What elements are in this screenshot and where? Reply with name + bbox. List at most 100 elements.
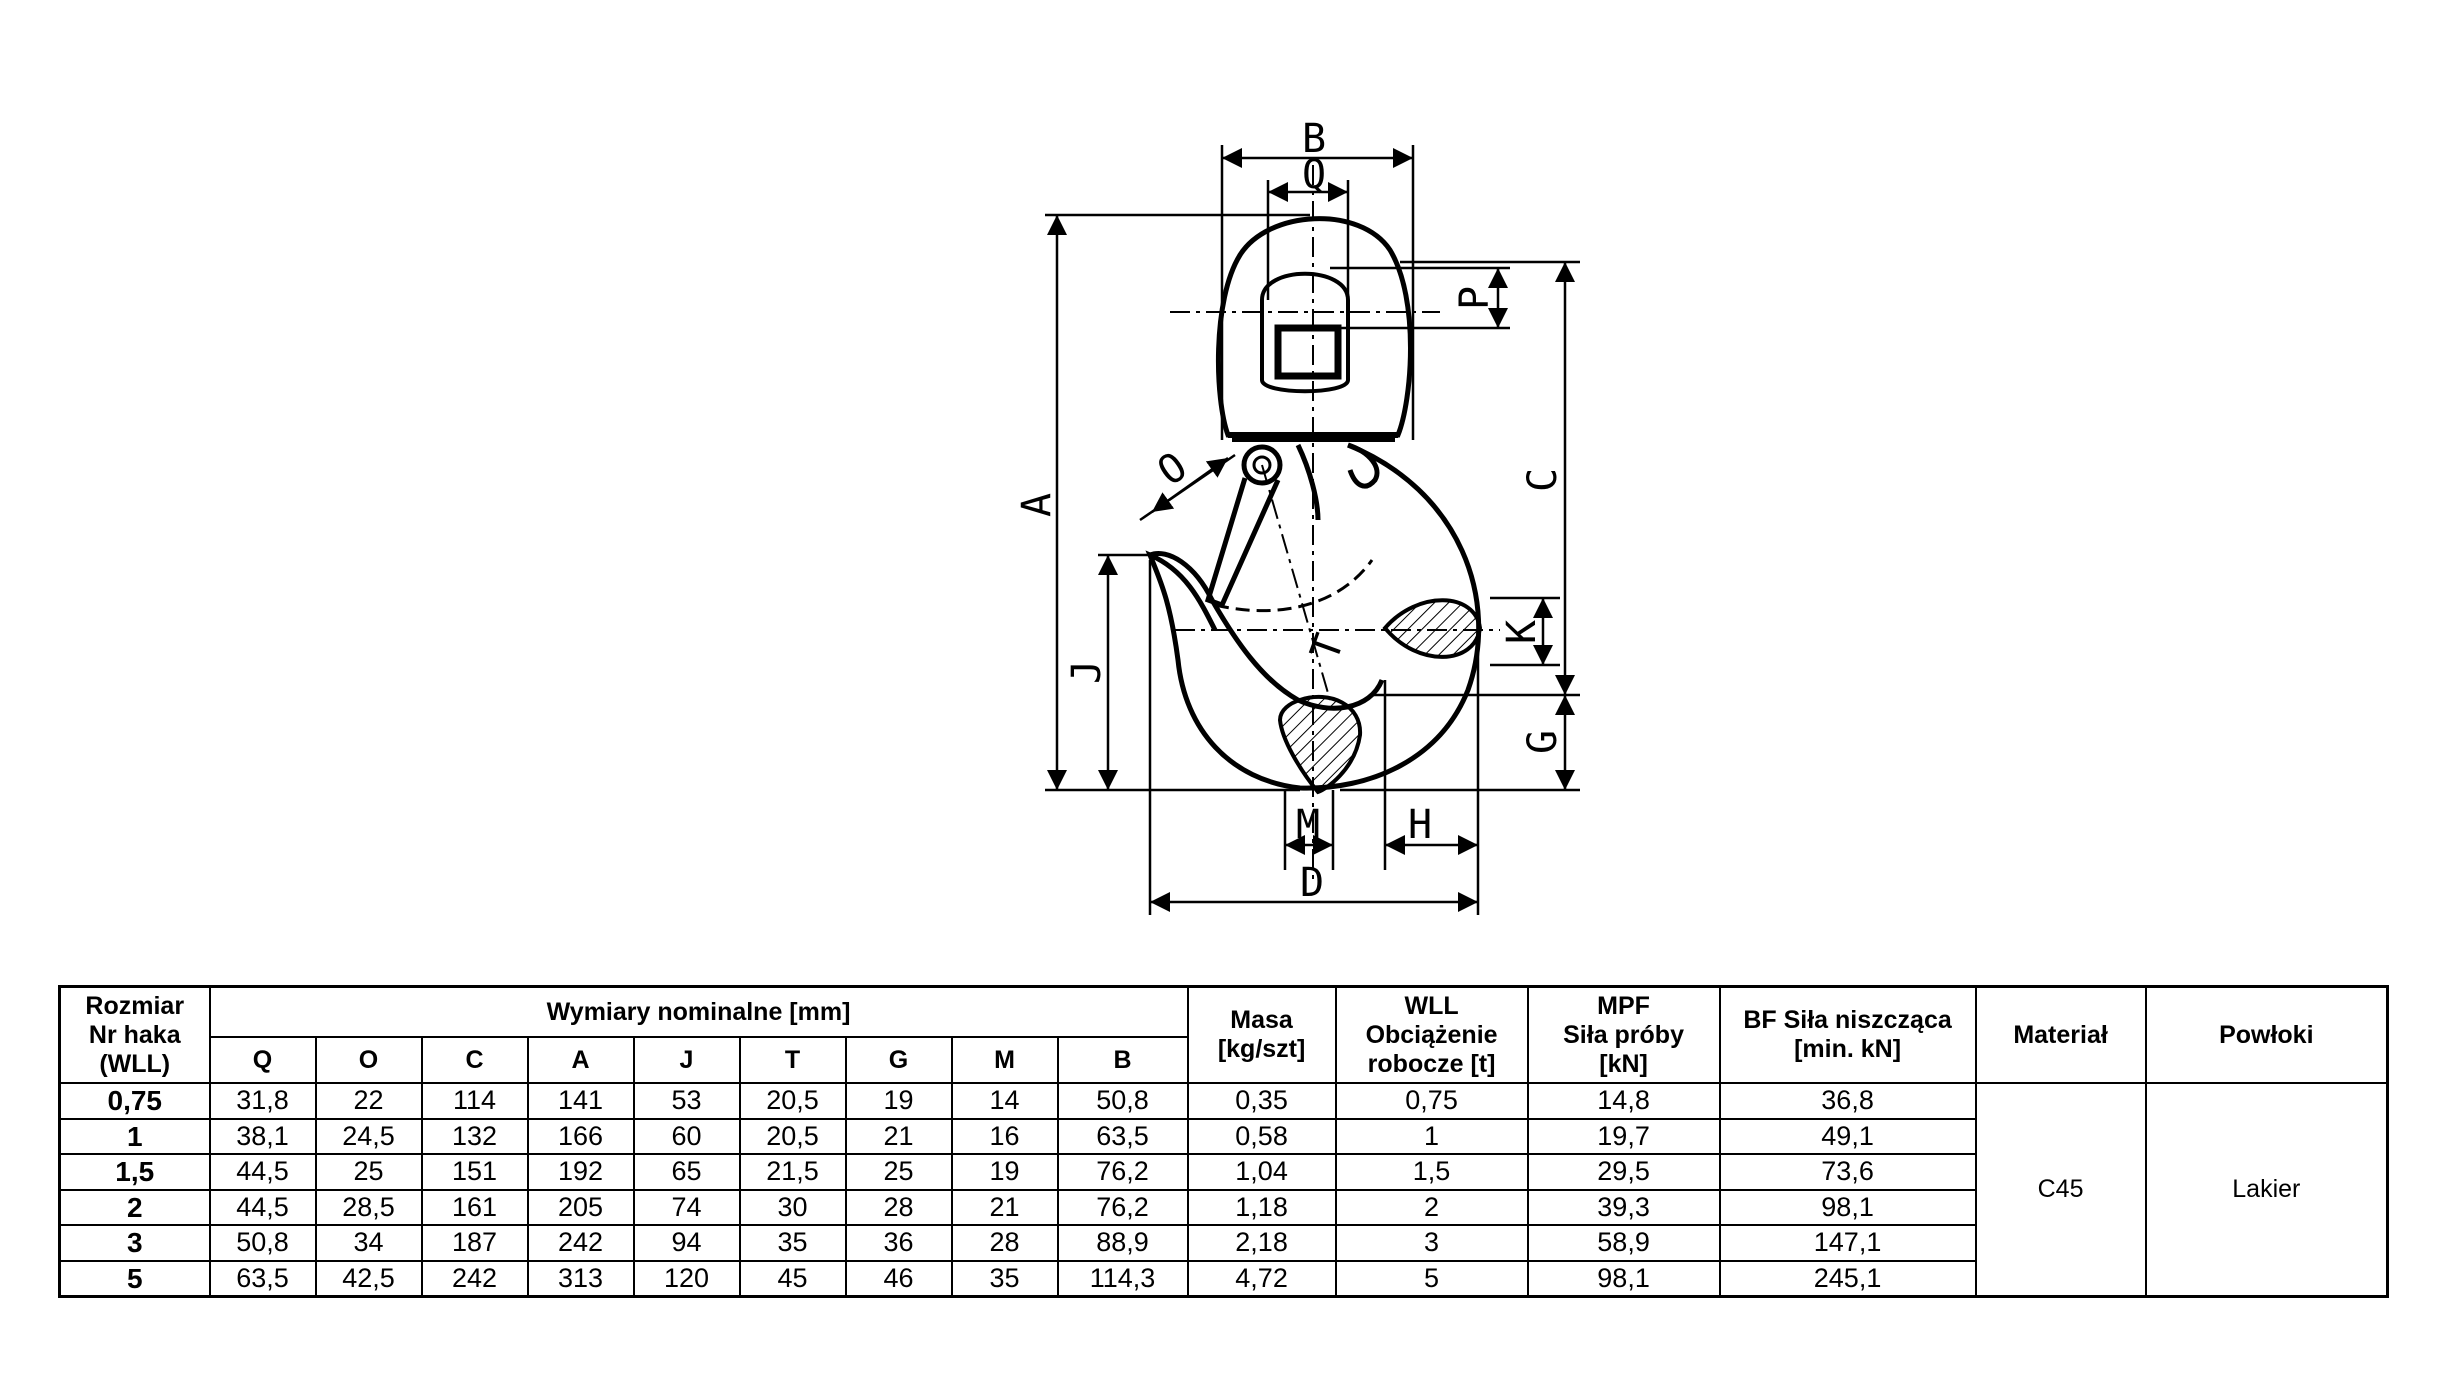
- hook-outline: [1145, 216, 1482, 791]
- cell-t: 45: [738, 1259, 847, 1298]
- cell-o: 24,5: [314, 1117, 423, 1155]
- cell-wll: 2: [1334, 1188, 1529, 1226]
- cell-g: 19: [844, 1082, 953, 1120]
- cell-b: 50,8: [1056, 1082, 1189, 1120]
- cell-g: 36: [844, 1224, 953, 1262]
- cell-j: 120: [632, 1259, 741, 1298]
- label-b: B: [1302, 116, 1326, 162]
- cell-j: 65: [632, 1153, 741, 1191]
- header-dim-g: G: [844, 1036, 953, 1084]
- cell-bf: 73,6: [1718, 1153, 1977, 1191]
- header-material: Materiał: [1974, 985, 2147, 1084]
- header-dimensions-group: Wymiary nominalne [mm]: [208, 985, 1189, 1038]
- cell-mass: 4,72: [1186, 1259, 1337, 1298]
- cell-c: 161: [420, 1188, 529, 1226]
- cell-q: 50,8: [208, 1224, 317, 1262]
- header-mass: Masa [kg/szt]: [1186, 985, 1337, 1084]
- cell-q: 38,1: [208, 1117, 317, 1155]
- cell-b: 76,2: [1056, 1188, 1189, 1226]
- coating-cell: Lakier: [2144, 1082, 2389, 1298]
- cell-size: 1: [58, 1117, 211, 1155]
- cell-m: 35: [950, 1259, 1059, 1298]
- cell-mass: 2,18: [1186, 1224, 1337, 1262]
- cell-mass: 1,18: [1186, 1188, 1337, 1226]
- cell-mpf: 58,9: [1526, 1224, 1721, 1262]
- cell-size: 2: [58, 1188, 211, 1226]
- cell-bf: 36,8: [1718, 1082, 1977, 1120]
- header-mpf: MPF Siła próby [kN]: [1526, 985, 1721, 1084]
- cell-a: 205: [526, 1188, 635, 1226]
- cell-a: 192: [526, 1153, 635, 1191]
- header-dim-o: O: [314, 1036, 423, 1084]
- cell-j: 94: [632, 1224, 741, 1262]
- cell-mpf: 14,8: [1526, 1082, 1721, 1120]
- header-coating: Powłoki: [2144, 985, 2389, 1084]
- cell-j: 74: [632, 1188, 741, 1226]
- cell-c: 242: [420, 1259, 529, 1298]
- center-lines: [1170, 165, 1500, 880]
- cell-t: 20,5: [738, 1082, 847, 1120]
- cell-c: 187: [420, 1224, 529, 1262]
- label-q: Q: [1302, 152, 1326, 198]
- cell-wll: 1: [1334, 1117, 1529, 1155]
- material-cell: C45: [1974, 1082, 2147, 1298]
- label-h: H: [1408, 802, 1432, 848]
- header-dim-t: T: [738, 1036, 847, 1084]
- cell-m: 14: [950, 1082, 1059, 1120]
- cell-o: 34: [314, 1224, 423, 1262]
- cell-g: 46: [844, 1259, 953, 1298]
- swivel-hook-drawing: B Q P A C O J T K G M H D: [1014, 116, 1580, 915]
- cell-o: 25: [314, 1153, 423, 1191]
- header-dim-a: A: [526, 1036, 635, 1084]
- cell-size: 1,5: [58, 1153, 211, 1191]
- cell-t: 20,5: [738, 1117, 847, 1155]
- cell-m: 28: [950, 1224, 1059, 1262]
- cell-wll: 1,5: [1334, 1153, 1529, 1191]
- header-bf: BF Siła niszcząca [min. kN]: [1718, 985, 1977, 1084]
- label-g: G: [1520, 730, 1566, 754]
- cell-mpf: 19,7: [1526, 1117, 1721, 1155]
- header-dim-m: M: [950, 1036, 1059, 1084]
- cell-g: 28: [844, 1188, 953, 1226]
- cell-bf: 147,1: [1718, 1224, 1977, 1262]
- cell-o: 22: [314, 1082, 423, 1120]
- cell-o: 28,5: [314, 1188, 423, 1226]
- cell-q: 31,8: [208, 1082, 317, 1120]
- cell-mpf: 98,1: [1526, 1259, 1721, 1298]
- label-d: D: [1300, 860, 1324, 906]
- cell-mpf: 29,5: [1526, 1153, 1721, 1191]
- cell-bf: 49,1: [1718, 1117, 1977, 1155]
- cell-mass: 0,35: [1186, 1082, 1337, 1120]
- cell-g: 21: [844, 1117, 953, 1155]
- cell-t: 30: [738, 1188, 847, 1226]
- label-p: P: [1452, 286, 1498, 310]
- cell-q: 63,5: [208, 1259, 317, 1298]
- header-wll: WLL Obciążenie robocze [t]: [1334, 985, 1529, 1084]
- hatched-sections: [1277, 598, 1483, 795]
- cell-q: 44,5: [208, 1188, 317, 1226]
- cell-a: 242: [526, 1224, 635, 1262]
- label-m: M: [1296, 802, 1320, 848]
- label-j: J: [1064, 660, 1110, 684]
- cell-j: 53: [632, 1082, 741, 1120]
- cell-m: 16: [950, 1117, 1059, 1155]
- label-c: C: [1520, 468, 1566, 492]
- cell-mpf: 39,3: [1526, 1188, 1721, 1226]
- cell-t: 21,5: [738, 1153, 847, 1191]
- label-t: T: [1302, 628, 1353, 666]
- cell-b: 88,9: [1056, 1224, 1189, 1262]
- cell-m: 19: [950, 1153, 1059, 1191]
- cell-a: 141: [526, 1082, 635, 1120]
- cell-size: 5: [58, 1259, 211, 1298]
- header-dim-b: B: [1056, 1036, 1189, 1084]
- cell-wll: 0,75: [1334, 1082, 1529, 1120]
- cell-m: 21: [950, 1188, 1059, 1226]
- header-size: Rozmiar Nr haka (WLL): [58, 985, 211, 1084]
- cell-bf: 98,1: [1718, 1188, 1977, 1226]
